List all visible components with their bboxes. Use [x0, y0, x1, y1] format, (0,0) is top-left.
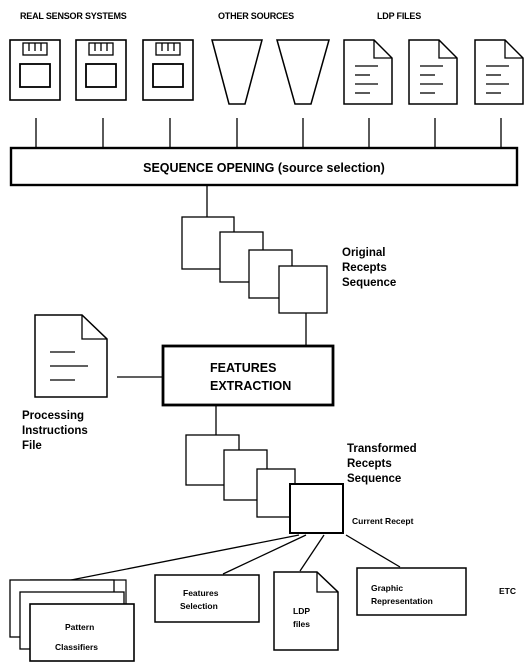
header-other-sources: OTHER SOURCES: [218, 11, 294, 21]
graphic-representation-line1: Graphic: [371, 583, 403, 593]
funnel-icon: [211, 39, 263, 105]
features-selection-line1: Features: [183, 588, 219, 598]
receipt-card-icon: [289, 483, 344, 534]
features-extraction-line2: EXTRACTION: [210, 379, 291, 393]
transformed-label-line2: Recepts: [347, 458, 392, 470]
sensor-device-icon: [142, 39, 194, 101]
output-connectors: [65, 534, 401, 582]
document-icon: [474, 39, 524, 105]
transformed-label-line1: Transformed: [347, 443, 417, 455]
sensor-device-icon: [75, 39, 127, 101]
etc-label: ETC: [499, 586, 516, 596]
sensor-device-icon: [9, 39, 61, 101]
current-receipt-label: Current Recept: [352, 516, 414, 526]
features-extraction-line1: FEATURES: [210, 361, 276, 375]
processing-label-line1: Processing: [22, 410, 84, 422]
document-icon: [34, 314, 108, 398]
receipt-stack-transformed: R R R R: [185, 434, 344, 534]
receipt-card-icon: [278, 265, 328, 314]
processing-label-line3: File: [22, 440, 42, 452]
ldp-files-line1: LDP: [293, 606, 310, 616]
ldp-files-line2: files: [293, 619, 310, 629]
receipt-card-icon: [256, 468, 296, 518]
sequence-opening-box: [9, 146, 519, 187]
sequence-opening-label: SEQUENCE OPENING (source selection): [143, 161, 385, 175]
original-label-line1: Original: [342, 247, 385, 259]
document-icon: [343, 39, 393, 105]
graphic-representation-line2: Representation: [371, 596, 433, 606]
funnel-icon: [276, 39, 330, 105]
document-icon: [273, 571, 339, 651]
header-ldp-files: LDP FILES: [377, 11, 421, 21]
features-extraction-box: [161, 344, 335, 407]
features-selection-line2: Selection: [180, 601, 218, 611]
source-connectors: [35, 118, 502, 147]
graphic-representation-box: [356, 567, 467, 616]
transformed-label-line3: Sequence: [347, 473, 401, 485]
header-sensor-systems: REAL SENSOR SYSTEMS: [20, 11, 127, 21]
original-label-line3: Sequence: [342, 277, 396, 289]
document-icon: [408, 39, 458, 105]
features-selection-box: [154, 574, 260, 623]
pattern-classifiers-line2: Classifiers: [55, 642, 98, 652]
receipt-stack-original: R R R R: [181, 216, 328, 314]
processing-label-line2: Instructions: [22, 425, 88, 437]
pattern-classifiers-stack: [9, 579, 135, 662]
original-label-line2: Recepts: [342, 262, 387, 274]
pattern-classifiers-line1: Pattern: [65, 622, 94, 632]
